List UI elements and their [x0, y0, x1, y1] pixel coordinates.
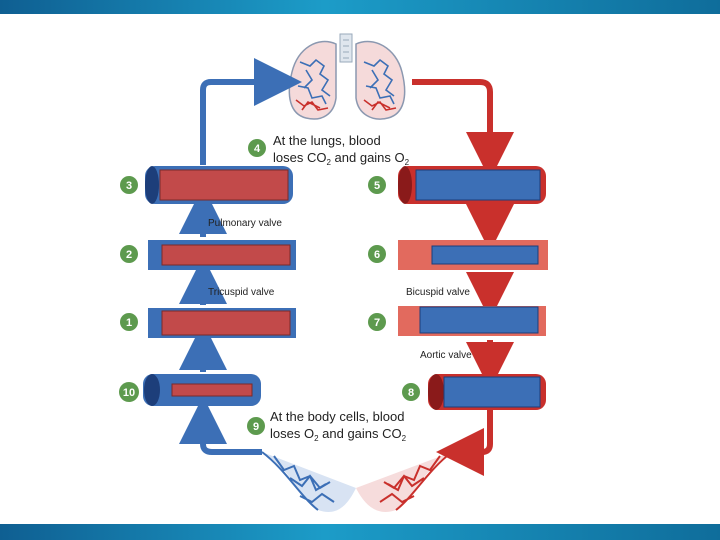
arrow-to-lungs: [200, 58, 302, 165]
badge-4: 4: [248, 139, 266, 157]
vessel-1: [148, 308, 296, 338]
lungs-caption-line2: loses CO2 and gains O2: [273, 150, 410, 167]
badge-9: 9: [247, 417, 265, 435]
body-caption-line2: loses O2 and gains CO2: [270, 426, 407, 443]
lungs-illustration: [288, 33, 406, 120]
vessel-2: [148, 240, 296, 270]
badge-6: 6: [368, 245, 386, 263]
vessel-10: [143, 374, 261, 406]
badge-10-label: 10: [123, 387, 135, 399]
pulmonary-valve-label: Pulmonary valve: [208, 218, 282, 229]
aortic-valve-label: Aortic valve: [420, 350, 472, 361]
badge-7-label: 7: [374, 317, 380, 329]
vessel-8: [428, 374, 546, 410]
badge-1-label: 1: [126, 317, 132, 329]
badge-8-label: 8: [408, 387, 414, 399]
badge-2: 2: [120, 245, 138, 263]
vessel-3: [145, 166, 293, 204]
vessel-5: [398, 166, 546, 204]
tricuspid-valve-label: Tricuspid valve: [208, 287, 275, 298]
badge-1: 1: [120, 313, 138, 331]
top-band: [0, 0, 720, 14]
badge-5: 5: [368, 176, 386, 194]
badge-4-label: 4: [254, 143, 261, 155]
body-caption-line1: At the body cells, blood: [270, 409, 404, 424]
badge-5-label: 5: [374, 180, 380, 192]
arrow-8-to-capillaries: [436, 410, 493, 476]
arrow-to-10: [179, 396, 262, 455]
badge-2-label: 2: [126, 249, 132, 261]
badge-8: 8: [402, 383, 420, 401]
lungs-caption-line1: At the lungs, blood: [273, 133, 381, 148]
badge-9-label: 9: [253, 421, 259, 433]
arrow-from-lungs: [412, 79, 514, 180]
bottom-band: [0, 524, 720, 540]
bicuspid-valve-label: Bicuspid valve: [406, 287, 470, 298]
badge-10: 10: [119, 382, 139, 402]
badge-6-label: 6: [374, 249, 380, 261]
badge-3-label: 3: [126, 180, 132, 192]
badge-7: 7: [368, 313, 386, 331]
vessel-7: [398, 306, 546, 336]
badge-3: 3: [120, 176, 138, 194]
vessel-6: [398, 240, 548, 270]
capillary-bed-illustration: [261, 451, 453, 512]
